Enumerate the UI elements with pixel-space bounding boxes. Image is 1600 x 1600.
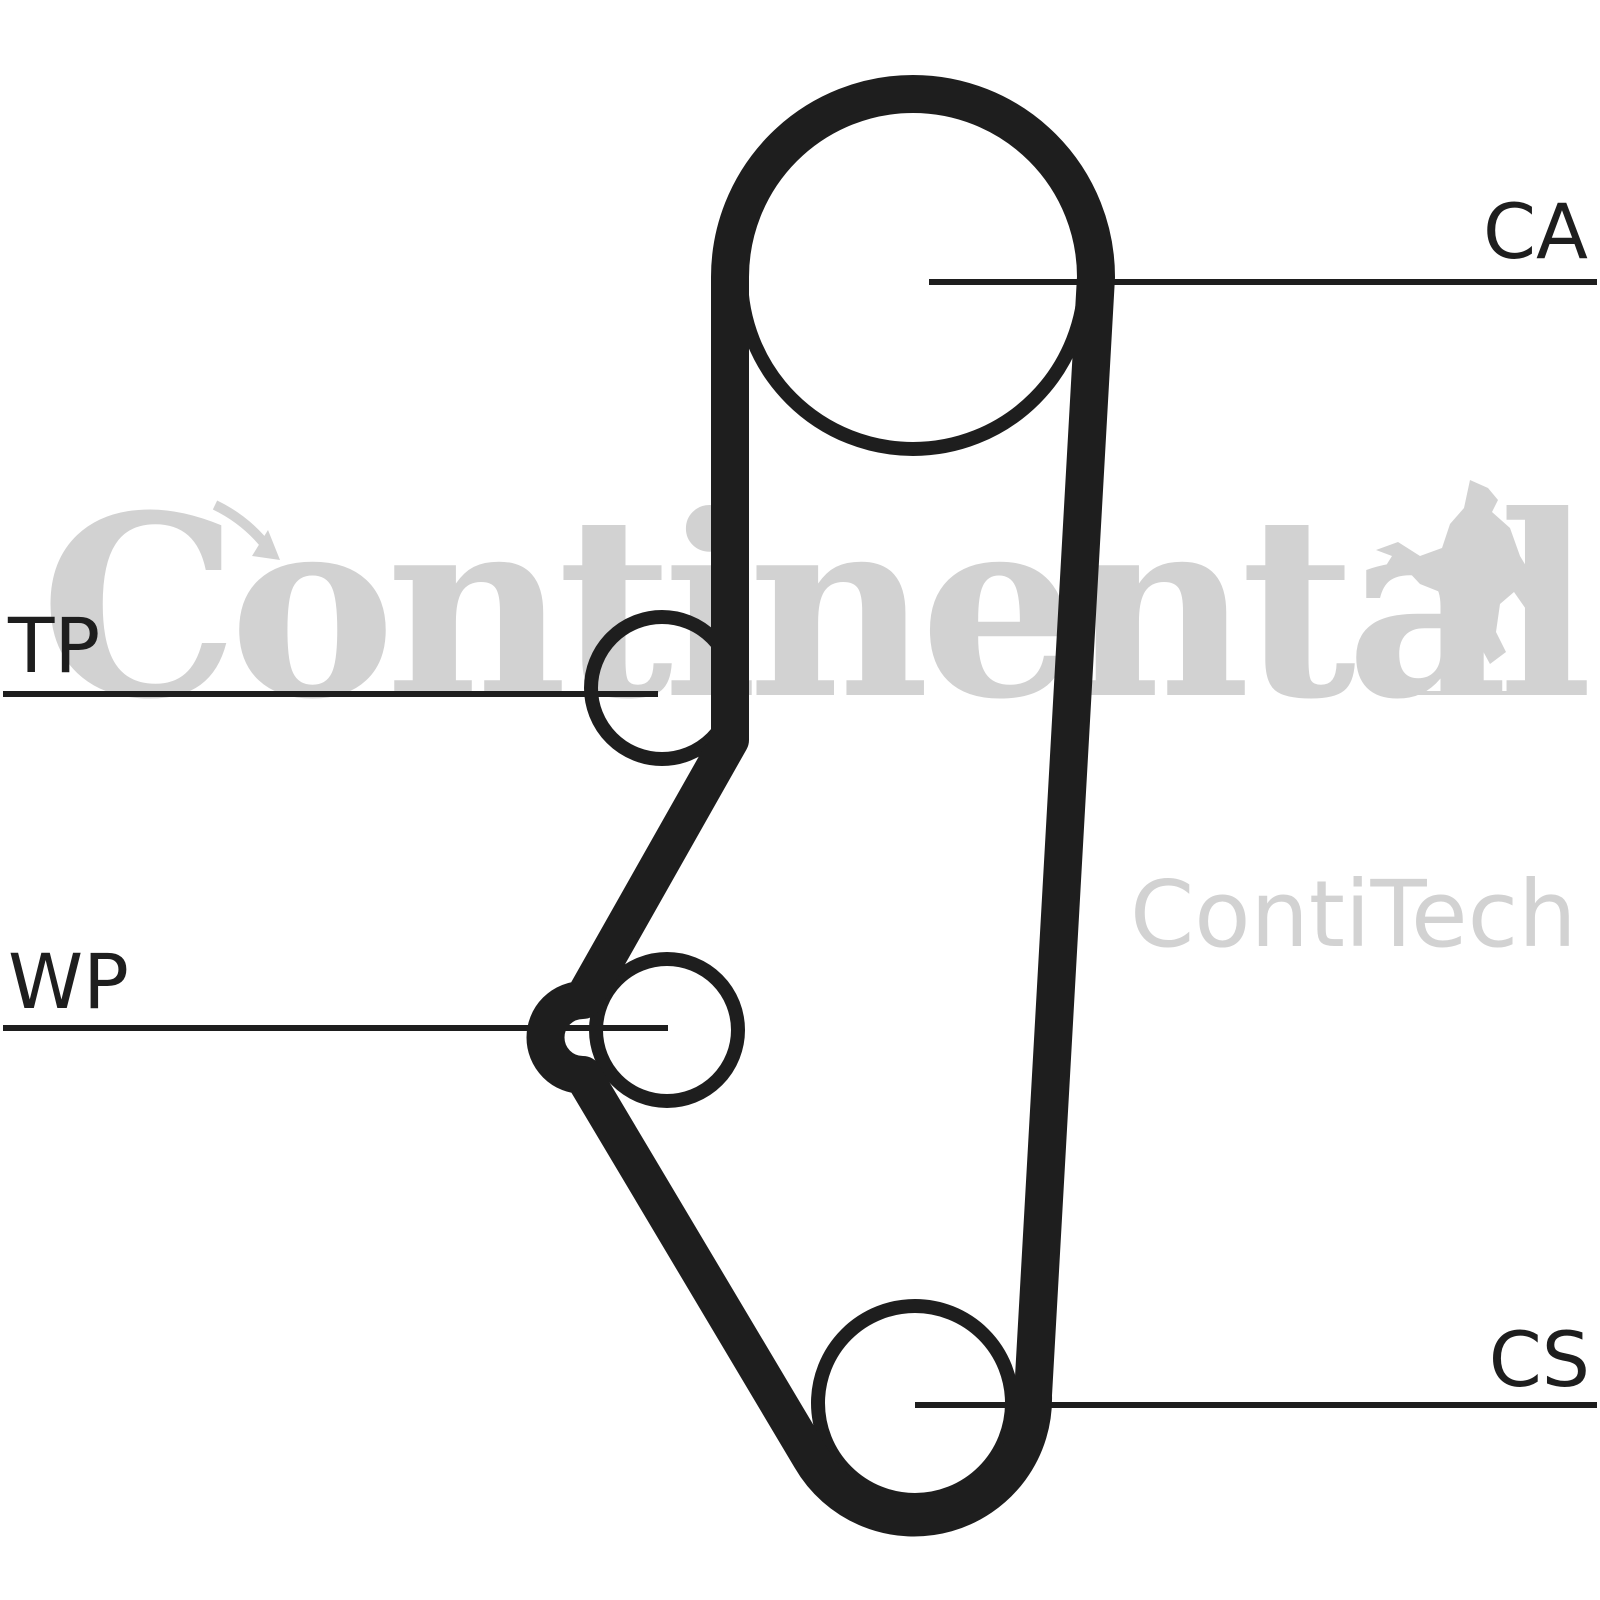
crankshaft-label: CS [1489,1315,1590,1404]
continental-wordmark: Continental [40,460,1587,754]
logo-swoosh-arrowhead [252,530,280,560]
water-pump-label: WP [8,937,129,1026]
horse-icon [1376,480,1550,670]
tensioner-label: TP [7,601,100,690]
contitech-wordmark: ContiTech [1130,861,1577,968]
timing-belt [526,75,1115,1537]
camshaft-label: CA [1483,187,1588,276]
continental-logo-watermark: Continental [40,460,1597,754]
